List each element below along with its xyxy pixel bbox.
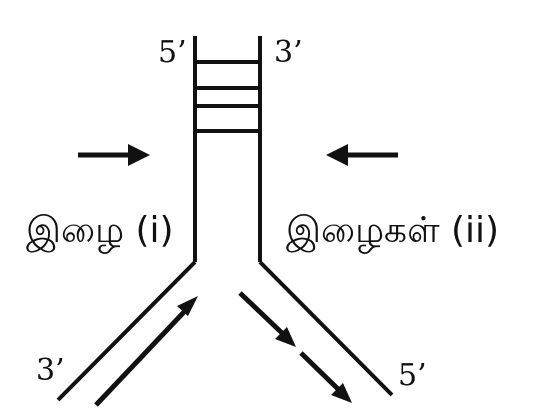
right-fork-arm <box>258 260 394 397</box>
top-right-3prime-label: 3’ <box>274 35 303 70</box>
right-pointing-arrow <box>78 144 150 166</box>
bottom-left-3prime-label: 3’ <box>36 353 65 388</box>
left-pointing-arrow <box>326 144 398 166</box>
lagging-strand-arrow-lower <box>299 351 352 403</box>
top-left-5prime-label: 5’ <box>158 35 187 70</box>
strand-i-label: இழை (i) <box>26 210 174 254</box>
lagging-strand-arrow-upper <box>238 291 296 347</box>
left-fork-arm <box>56 260 197 402</box>
strands-ii-label: இழைகள் (ii) <box>286 210 499 254</box>
leading-strand-arrow <box>94 296 198 407</box>
base-pair-rungs <box>195 60 260 133</box>
bottom-right-5prime-label: 5’ <box>398 358 427 393</box>
